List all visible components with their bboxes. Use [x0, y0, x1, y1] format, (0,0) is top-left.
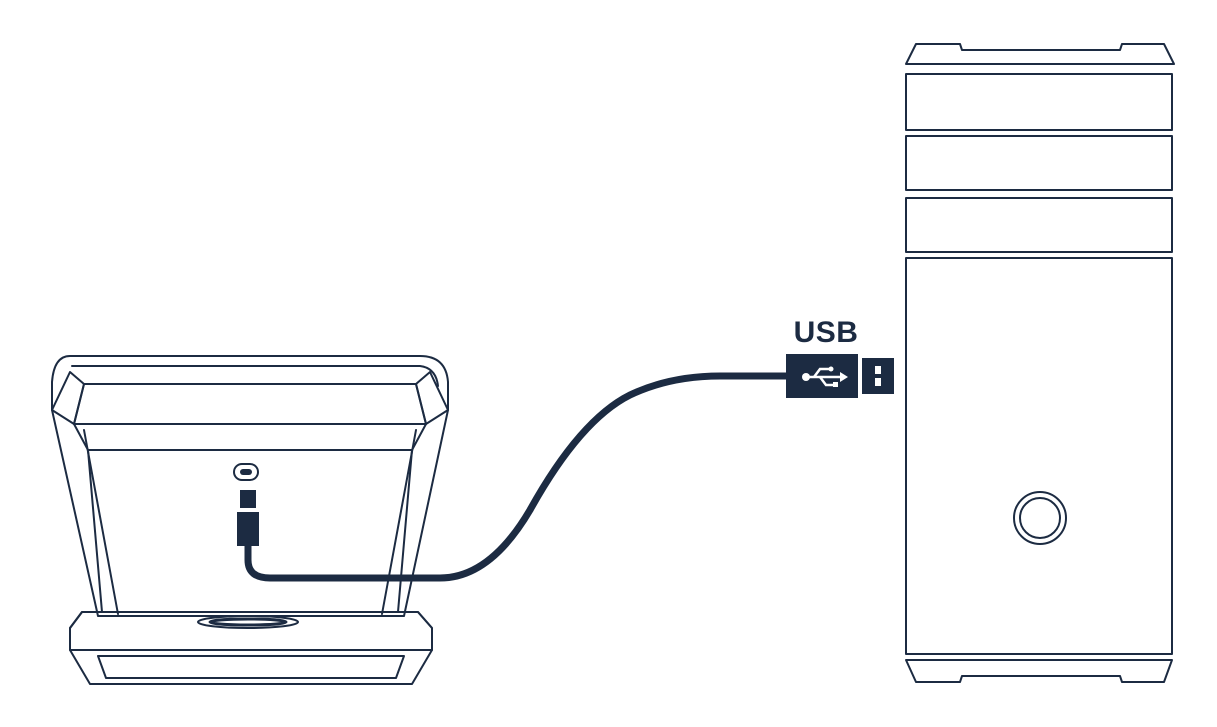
usb-trident-icon	[802, 366, 848, 387]
tower-bottom-cap	[905, 659, 1173, 683]
dock-base-right-corner	[417, 611, 433, 629]
dock-base-left-corner	[69, 611, 83, 629]
power-button-icon	[1013, 491, 1067, 545]
dock-right-leg	[381, 429, 417, 615]
dock-base-bottom	[97, 655, 405, 679]
usb-c-plug-body	[237, 512, 259, 546]
dock-device	[51, 355, 449, 685]
dock-top-panel-outer	[51, 355, 449, 617]
tower-top-cap	[905, 43, 1175, 65]
usb-c-port-icon	[233, 463, 259, 481]
dock-logo-ellipse	[197, 615, 299, 629]
dock-upper-band	[73, 383, 427, 425]
usb-c-plug-tip	[240, 490, 256, 508]
tower-drive-bay-3	[905, 197, 1173, 253]
usb-a-plug-connector	[862, 358, 894, 394]
usb-cable	[244, 372, 790, 582]
dock-left-strut	[73, 423, 89, 451]
dock-logo-inner	[208, 617, 288, 627]
usb-label: USB	[794, 316, 859, 349]
tower-drive-bay-1	[905, 73, 1173, 131]
dock-top-panel-inner	[71, 365, 439, 387]
dock-left-leg	[83, 429, 119, 615]
tower-main-panel	[905, 257, 1173, 655]
dock-right-chamfer	[415, 371, 449, 425]
power-button-inner	[1019, 497, 1061, 539]
usb-a-pin-top	[875, 366, 881, 374]
usb-c-plug	[237, 490, 259, 546]
tower-drive-bay-2	[905, 135, 1173, 191]
dock-base	[69, 611, 433, 685]
dock-left-chamfer	[51, 371, 85, 425]
computer-tower	[905, 43, 1175, 683]
usb-a-pin-bottom	[875, 378, 881, 386]
dock-right-strut	[411, 423, 427, 451]
